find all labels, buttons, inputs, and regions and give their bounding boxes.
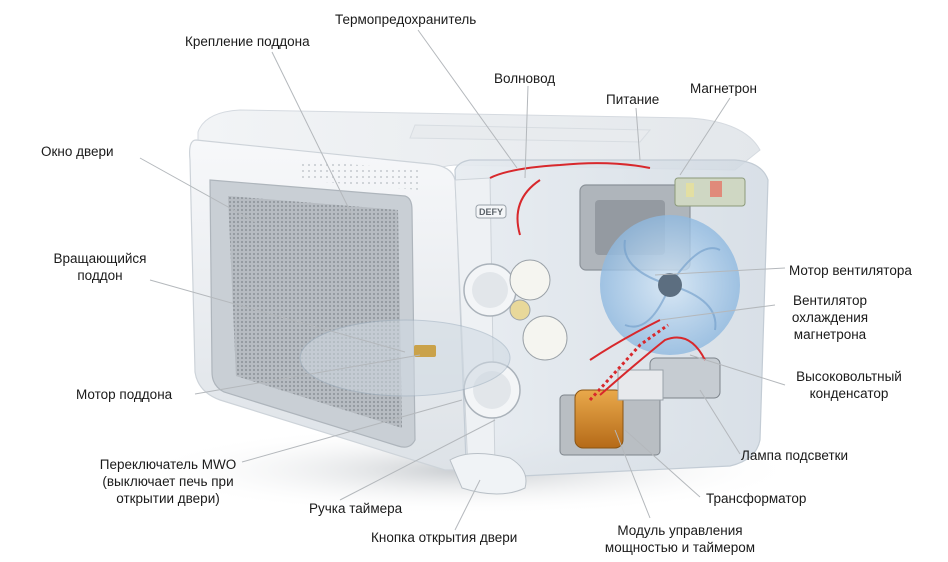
label-power: Питание [606, 92, 660, 107]
leader-lines [139, 29, 786, 531]
label-magnetron-fan: Вентилятор охлаждения магнетрона [775, 292, 885, 343]
label-thermal-fuse: Термопредохранитель [335, 12, 477, 27]
label-magnetron: Магнетрон [690, 81, 757, 96]
label-door-switch-line-3: открытии двери) [116, 491, 220, 506]
brand-logo: DEFY [479, 207, 503, 217]
label-control-module-line-1: Модуль управления [617, 523, 743, 538]
label-tray-motor: Мотор поддона [76, 387, 173, 402]
label-magnetron-fan-line-2: охлаждения [791, 310, 869, 325]
label-door-switch: Переключатель MWO (выключает печь при от… [88, 456, 248, 507]
label-hv-capacitor-line-1: Высоковольтный [796, 369, 902, 384]
label-turntable-line-1: Вращающийся [53, 251, 147, 266]
label-transformer: Трансформатор [706, 491, 807, 506]
label-turntable: Вращающийся поддон [40, 250, 160, 284]
timer-gears [509, 259, 568, 361]
label-control-module: Модуль управления мощностью и таймером [592, 522, 768, 556]
label-door-switch-line-1: Переключатель MWO [99, 457, 237, 472]
label-door-window: Окно двери [41, 144, 114, 159]
label-waveguide: Волновод [494, 71, 556, 86]
label-door-button: Кнопка открытия двери [371, 530, 518, 545]
tray-motor-unit [414, 345, 436, 357]
label-timer-knob: Ручка таймера [309, 501, 403, 516]
door-open-button[interactable] [449, 453, 527, 495]
red-wiring [489, 162, 706, 396]
label-door-switch-line-2: (выключает печь при [102, 474, 234, 489]
label-tray-mount: Крепление поддона [185, 34, 310, 49]
label-lamp: Лампа подсветки [741, 448, 849, 463]
transformer-unit [559, 389, 661, 456]
label-turntable-line-2: поддон [77, 268, 123, 283]
label-fan-motor: Мотор вентилятора [789, 263, 912, 278]
label-control-module-line-2: мощностью и таймером [604, 540, 756, 555]
label-hv-capacitor-line-2: конденсатор [809, 386, 889, 401]
label-magnetron-fan-line-3: магнетрона [793, 327, 867, 342]
label-magnetron-fan-line-1: Вентилятор [793, 293, 867, 308]
label-hv-capacitor: Высоковольтный конденсатор [788, 368, 910, 402]
